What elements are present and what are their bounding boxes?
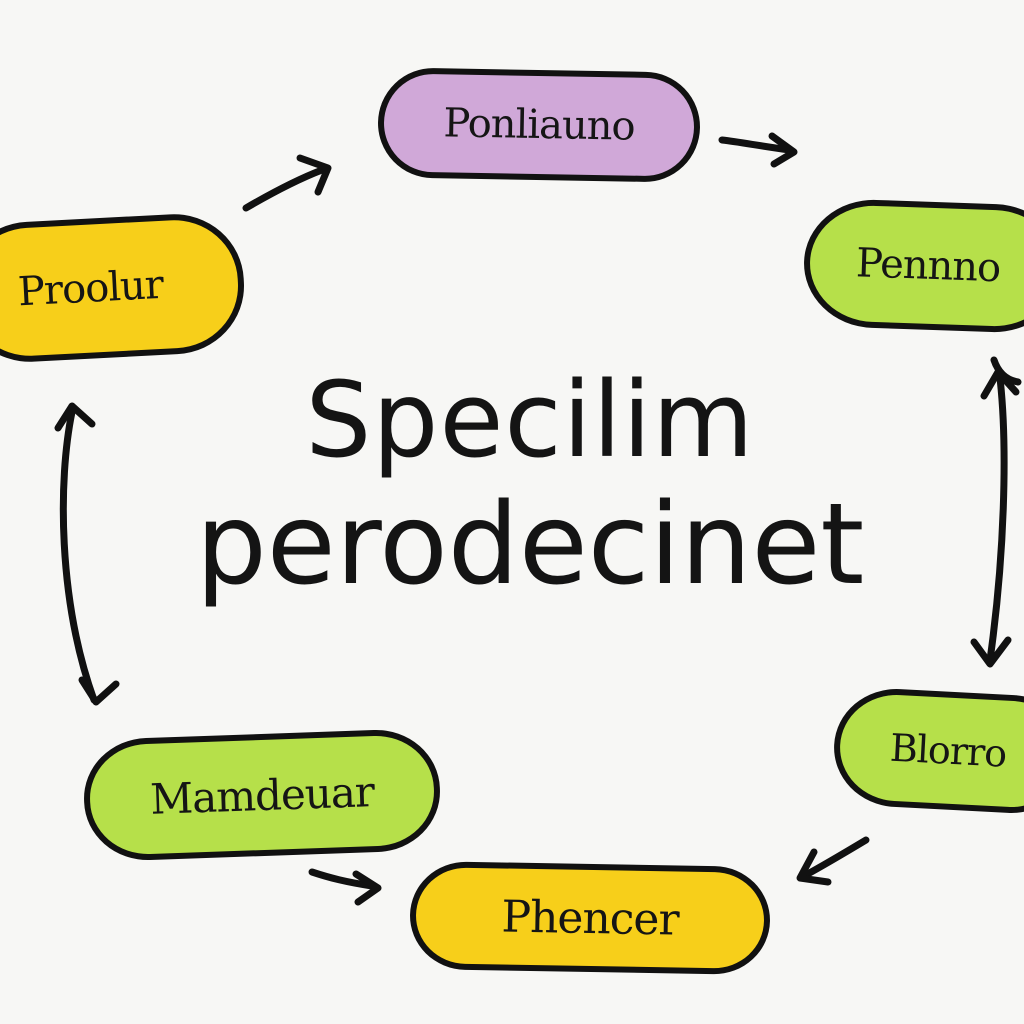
node-top-label: Ponliauno [443, 100, 635, 150]
arrowhead-left-bottom [78, 676, 120, 706]
arrow-right-squiggle [990, 356, 1022, 386]
center-title: Specilim perodecinet [150, 360, 910, 610]
center-title-line2: perodecinet [195, 480, 865, 610]
node-left-top-label: Proolur [16, 261, 164, 316]
arrowhead-left-top [54, 402, 96, 432]
node-bottom-label: Phencer [501, 890, 679, 946]
arrowhead-left-top-to-top [296, 154, 332, 196]
arrow-left-bottom-to-left-top [59, 408, 98, 704]
node-top: Ponliauno [377, 67, 701, 183]
node-bottom: Phencer [409, 860, 771, 976]
arrowhead-bottom-to-left-bottom [352, 870, 382, 906]
arrow-right-bottom-to-bottom [800, 836, 870, 880]
center-title-line1: Specilim [305, 359, 755, 481]
node-left-top: Proolur [0, 210, 248, 366]
arrow-bottom-to-left-bottom [308, 868, 376, 890]
arrowhead-right-bottom-to-bottom [796, 848, 832, 886]
arrow-left-top-to-top [242, 166, 326, 212]
arrowhead-top-to-right-top [768, 132, 798, 168]
node-right-top: Pennno [801, 197, 1024, 335]
node-left-bottom: Mamdeuar [81, 727, 443, 863]
node-right-bottom-label: Blorro [888, 725, 1008, 776]
arrowhead-right-bottom [970, 636, 1012, 668]
arrow-top-to-right-top [718, 136, 794, 154]
node-right-top-label: Pennno [855, 240, 1001, 292]
node-left-bottom-label: Mamdeuar [149, 766, 375, 824]
arrow-right-top-to-right-bottom [986, 374, 1008, 664]
